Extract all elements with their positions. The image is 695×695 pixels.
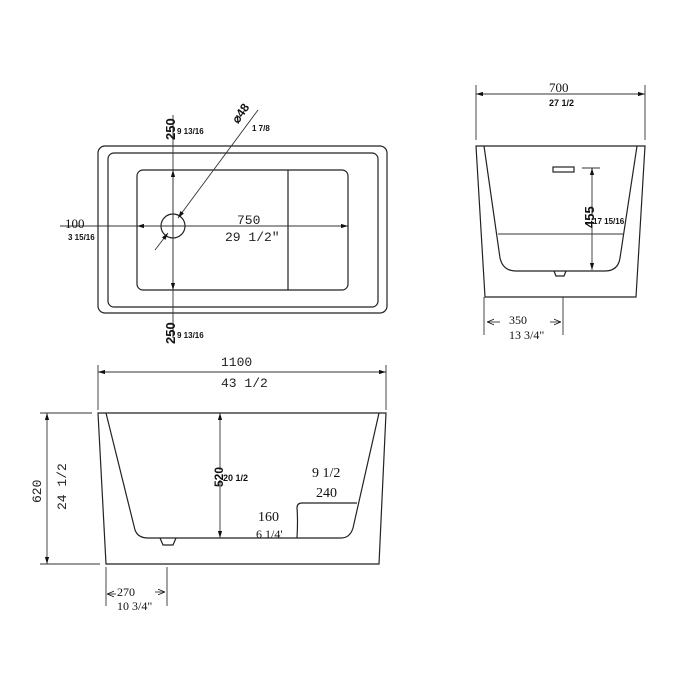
side-view: 1100 43 1/2 620 24 1/2 520 20 1/2 9 1/2 … — [30, 355, 387, 613]
drain-outlet — [159, 537, 177, 546]
end-width: 700 — [549, 80, 569, 95]
drain-outlet — [553, 270, 567, 277]
tub-side-outline — [97, 412, 387, 565]
drain-offset-in: 10 3/4" — [117, 599, 152, 613]
seat-width-in: 9 1/2 — [312, 466, 340, 481]
end-view: 700 27 1/2 455 17 15/16 350 13 3/4" — [475, 80, 646, 342]
side-height: 620 — [30, 480, 45, 503]
tub-inner-rim — [107, 152, 379, 308]
tub-end-basin — [483, 145, 638, 272]
tub-side-basin — [105, 412, 380, 539]
drain-offset-bottom: 250 — [163, 322, 178, 344]
tub-end-outline — [475, 145, 646, 298]
drain-offset-left-in: 3 15/16 — [68, 233, 95, 242]
diameter-leader — [154, 232, 169, 251]
seat-height-in: 6 1/4' — [256, 527, 283, 541]
drain-offset: 270 — [117, 585, 135, 599]
drain-center-in: 13 3/4" — [509, 328, 544, 342]
top-view: 250 9 13/16 250 9 13/16 100 3 15/16 750 … — [60, 101, 388, 344]
side-length-in: 43 1/2 — [221, 376, 268, 391]
drain-diameter-in: 1 7/8 — [252, 124, 270, 133]
drain-offset-top-in: 9 13/16 — [177, 127, 204, 136]
overflow-height: 455 — [582, 206, 597, 228]
overflow-icon — [552, 166, 575, 173]
overflow-height-in: 17 15/16 — [593, 217, 625, 226]
tub-basin — [136, 169, 349, 291]
drain-to-seat-in: 29 1/2" — [225, 230, 280, 245]
side-height-in: 24 1/2 — [55, 463, 70, 510]
drain-center: 350 — [509, 313, 527, 327]
depth-in: 20 1/2 — [223, 473, 248, 483]
depth: 520 — [212, 467, 226, 487]
drain-offset-top: 250 — [163, 118, 178, 140]
side-length: 1100 — [221, 355, 252, 370]
drain-to-seat: 750 — [237, 213, 260, 228]
seat-height: 160 — [258, 510, 279, 525]
drain-offset-left: 100 — [65, 216, 85, 231]
end-width-in: 27 1/2 — [549, 98, 574, 108]
drain-offset-bottom-in: 9 13/16 — [177, 331, 204, 340]
seat-width: 240 — [316, 486, 337, 501]
tub-outer-rim — [97, 145, 388, 314]
diameter-leader — [177, 109, 259, 219]
seat-step — [296, 502, 357, 539]
